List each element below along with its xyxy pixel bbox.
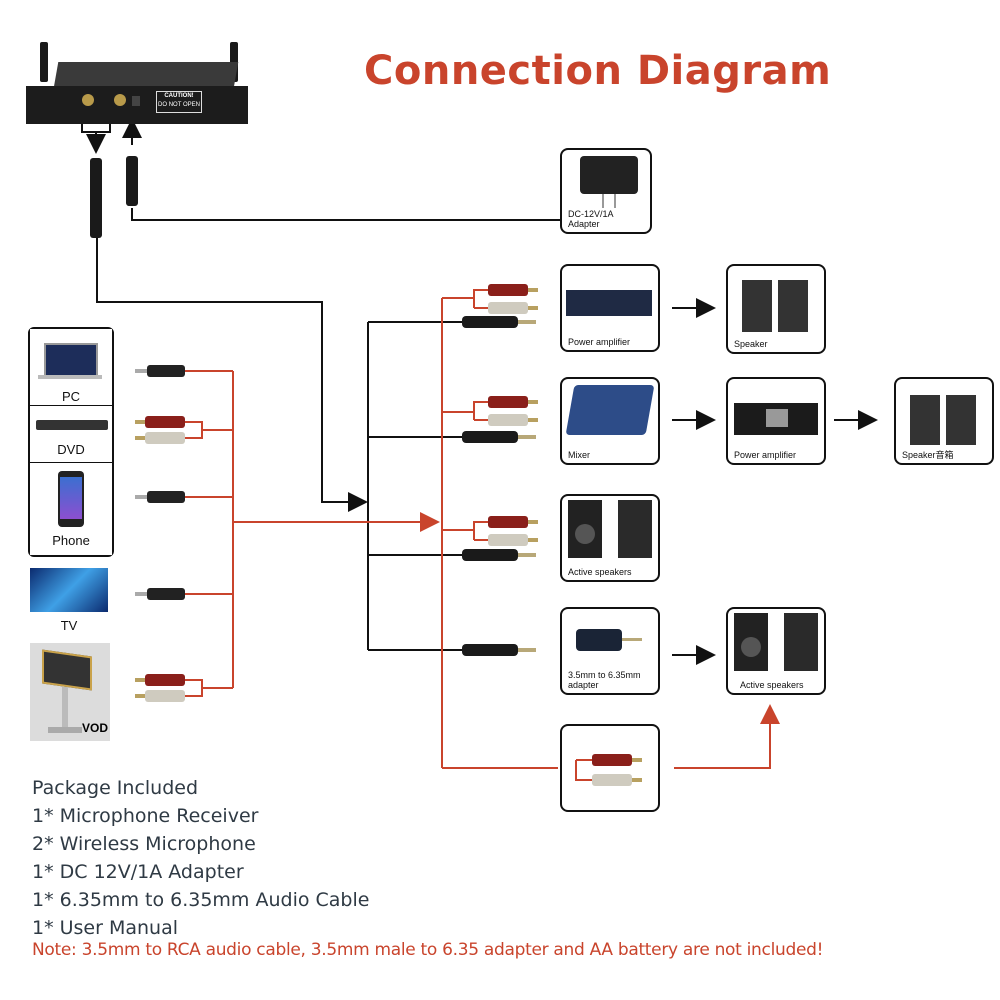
caution-label: CAUTION! DO NOT OPEN [156, 91, 202, 113]
rca-pair-icon [488, 284, 538, 314]
output-mixer: Mixer [560, 377, 660, 465]
package-item: 1* User Manual [32, 917, 179, 939]
page-title: Connection Diagram [364, 48, 832, 94]
laptop-icon [44, 343, 98, 377]
output-jack-icon [82, 94, 94, 106]
plug-6-35mm-icon [462, 431, 536, 443]
source-group: PC DVD Phone [28, 327, 114, 557]
receiver-plugs [81, 118, 142, 238]
output-plugs [462, 284, 538, 656]
adapter-3-5-to-6-35-icon [576, 629, 622, 651]
output-speaker-2: Speaker音箱 [894, 377, 994, 465]
rack-amplifier-icon [734, 403, 818, 435]
plug-3-5mm-icon [135, 365, 185, 377]
tv-icon [30, 568, 108, 612]
audio-source-bus [185, 289, 780, 769]
receiver-output-wire [96, 208, 560, 651]
source-phone: Phone [30, 463, 112, 555]
output-rca-cable [560, 724, 660, 812]
output-active-speakers-2: Active speakers [726, 607, 826, 695]
plug-6-35mm-icon [90, 158, 102, 238]
dc-jack-icon [132, 96, 140, 106]
speaker-icon [910, 395, 940, 445]
package-item: 1* 6.35mm to 6.35mm Audio Cable [32, 889, 370, 911]
active-speaker-front-icon [734, 613, 768, 671]
power-adapter-icon [580, 156, 638, 194]
output-active-speakers: Active speakers [560, 494, 660, 582]
package-item: 1* DC 12V/1A Adapter [32, 861, 244, 883]
mixer-icon [565, 385, 655, 435]
speaker-icon [946, 395, 976, 445]
package-note: Note: 3.5mm to RCA audio cable, 3.5mm ma… [32, 940, 824, 960]
plug-6-35mm-icon [462, 316, 536, 328]
dc-plug-icon [126, 156, 138, 206]
output-power-amplifier-2: Power amplifier [726, 377, 826, 465]
rca-pair-icon [135, 416, 185, 444]
source-pc: PC [30, 329, 112, 406]
package-heading: Package Included [32, 777, 199, 799]
active-speaker-back-icon [784, 613, 818, 671]
rca-pair-icon [575, 754, 642, 786]
rca-pair-icon [488, 516, 538, 546]
vod-kiosk-icon [42, 649, 92, 691]
amplifier-icon [566, 290, 652, 316]
active-speaker-back-icon [618, 500, 652, 558]
speaker-icon [742, 280, 772, 332]
source-tv: TV [28, 568, 110, 634]
package-included: Package Included 1* Microphone Receiver … [32, 774, 369, 942]
source-plugs [135, 365, 185, 702]
output-power-amplifier: Power amplifier [560, 264, 660, 352]
adapter-label: DC-12V/1A [568, 209, 614, 219]
plug-6-35mm-icon [462, 644, 536, 656]
microphone-receiver: CAUTION! DO NOT OPEN [26, 42, 248, 124]
dvd-player-icon [36, 420, 108, 430]
phone-icon [58, 471, 84, 527]
receiver-panel: CAUTION! DO NOT OPEN [26, 86, 248, 124]
source-vod: VOD [30, 643, 110, 741]
plug-3-5mm-icon [135, 491, 185, 503]
plug-6-35mm-icon [462, 549, 536, 561]
output-speaker: Speaker [726, 264, 826, 354]
rca-pair-icon [135, 674, 185, 702]
output-jack-icon [114, 94, 126, 106]
speaker-icon [778, 280, 808, 332]
plug-3-5mm-icon [135, 588, 185, 600]
source-dvd: DVD [30, 406, 112, 463]
output-arrows [672, 298, 878, 665]
package-item: 1* Microphone Receiver [32, 805, 259, 827]
rca-pair-icon [488, 396, 538, 426]
package-item: 2* Wireless Microphone [32, 833, 256, 855]
active-speaker-front-icon [568, 500, 602, 558]
antenna-icon [40, 42, 48, 82]
